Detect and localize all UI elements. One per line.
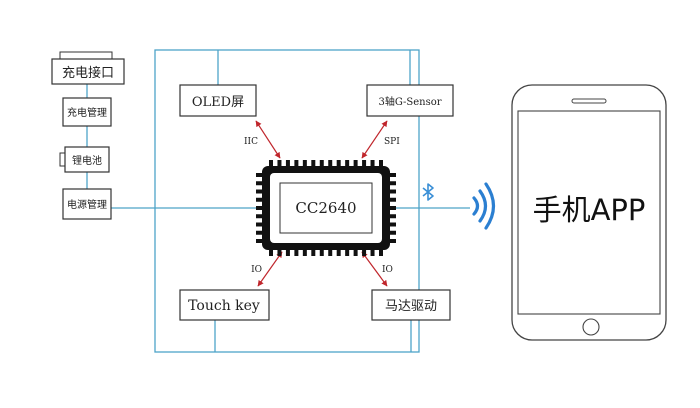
- motor-driver-label: 马达驱动: [385, 299, 437, 314]
- motor-driver-block: 马达驱动: [371, 289, 451, 321]
- chip-pin: [319, 249, 324, 256]
- charge-port-connector: [59, 51, 113, 60]
- mcu-chip: CC2640: [256, 160, 396, 256]
- charge-port-label: 充电接口: [62, 65, 114, 81]
- chip-pin: [256, 173, 263, 177]
- chip-pin: [256, 189, 263, 194]
- bluetooth-icon: [422, 183, 434, 201]
- chip-pin: [389, 239, 396, 243]
- chip-pin: [328, 160, 333, 167]
- signal-wave-small: [472, 196, 480, 216]
- chip-pin: [302, 160, 307, 167]
- chip-pin: [269, 160, 273, 167]
- chip-die: [279, 182, 373, 234]
- chip-pin: [389, 189, 396, 194]
- chip-pin: [379, 160, 383, 167]
- chip-pin: [389, 206, 396, 210]
- chip-pin: [256, 214, 263, 219]
- chip-pin: [389, 222, 396, 227]
- chip-pin: [269, 249, 273, 256]
- phone-screen: [517, 110, 661, 315]
- chip-pin: [302, 249, 307, 256]
- io-right-label: IO: [382, 265, 393, 275]
- charge-port-block: 充电接口: [51, 51, 125, 85]
- phone-home-button: [582, 318, 600, 336]
- io-right-arrow: [361, 251, 388, 287]
- battery-terminal: [59, 152, 66, 167]
- mcu-label: CC2640: [295, 199, 356, 217]
- phone: 手机APP: [511, 84, 667, 341]
- oled-label: OLED屏: [192, 95, 244, 110]
- spi-arrow: [361, 120, 388, 159]
- chip-pin: [370, 249, 375, 256]
- chip-pin: [345, 249, 350, 256]
- charge-mgmt-block: 充电管理: [62, 97, 112, 127]
- chip-pin: [328, 249, 333, 256]
- spi-label: SPI: [384, 137, 400, 147]
- touch-key-label: Touch key: [188, 298, 260, 314]
- oled-block: OLED屏: [179, 84, 257, 117]
- chip-pin: [256, 230, 263, 235]
- chip-pin: [256, 181, 263, 186]
- iic-arrow: [255, 120, 281, 159]
- chip-pins: [256, 160, 396, 256]
- chip-pin: [319, 160, 324, 167]
- io-left-label: IO: [251, 265, 262, 275]
- power-mgmt-block: 电源管理: [62, 188, 112, 220]
- chip-pin: [345, 160, 350, 167]
- chip-pin: [370, 160, 375, 167]
- signal-wave-large: [484, 182, 496, 230]
- chip-pin: [256, 222, 263, 227]
- charge-mgmt-label: 充电管理: [67, 106, 107, 119]
- chip-pin: [389, 214, 396, 219]
- phone-speaker: [571, 98, 607, 104]
- bus-arrows: [255, 120, 388, 287]
- chip-pin: [336, 249, 341, 256]
- wiring: [86, 49, 470, 353]
- chip-pin: [389, 230, 396, 235]
- chip-pin: [389, 181, 396, 186]
- chip-pin: [353, 160, 358, 167]
- chip-pin: [294, 160, 299, 167]
- battery-label: 锂电池: [72, 154, 102, 167]
- power-mgmt-label: 电源管理: [67, 198, 107, 211]
- chip-pin: [311, 160, 316, 167]
- chip-pin: [285, 249, 290, 256]
- chip-pin: [277, 160, 282, 167]
- chip-pin: [362, 249, 367, 256]
- chip-pin: [256, 197, 263, 202]
- battery-block: 锂电池: [59, 146, 110, 173]
- io-left-arrow: [257, 251, 283, 287]
- chip-pin: [311, 249, 316, 256]
- chip-pin: [336, 160, 341, 167]
- chip-pin: [362, 160, 367, 167]
- wireless-signal-icon: [472, 182, 496, 230]
- gsensor-label: 3轴G-Sensor: [378, 95, 441, 108]
- gsensor-block: 3轴G-Sensor: [366, 84, 454, 117]
- chip-pin: [294, 249, 299, 256]
- chip-pin: [277, 249, 282, 256]
- signal-wave-medium: [478, 189, 488, 223]
- phone-app-label: 手机APP: [533, 193, 646, 227]
- chip-pin: [256, 239, 263, 243]
- chip-pin: [389, 173, 396, 177]
- peripheral-bus-frame: [154, 49, 420, 353]
- chip-pin: [256, 206, 263, 210]
- chip-pin: [389, 197, 396, 202]
- touch-key-block: Touch key: [179, 289, 270, 321]
- chip-pin: [353, 249, 358, 256]
- chip-pin: [379, 249, 383, 256]
- iic-label: IIC: [244, 137, 258, 147]
- chip-pin: [285, 160, 290, 167]
